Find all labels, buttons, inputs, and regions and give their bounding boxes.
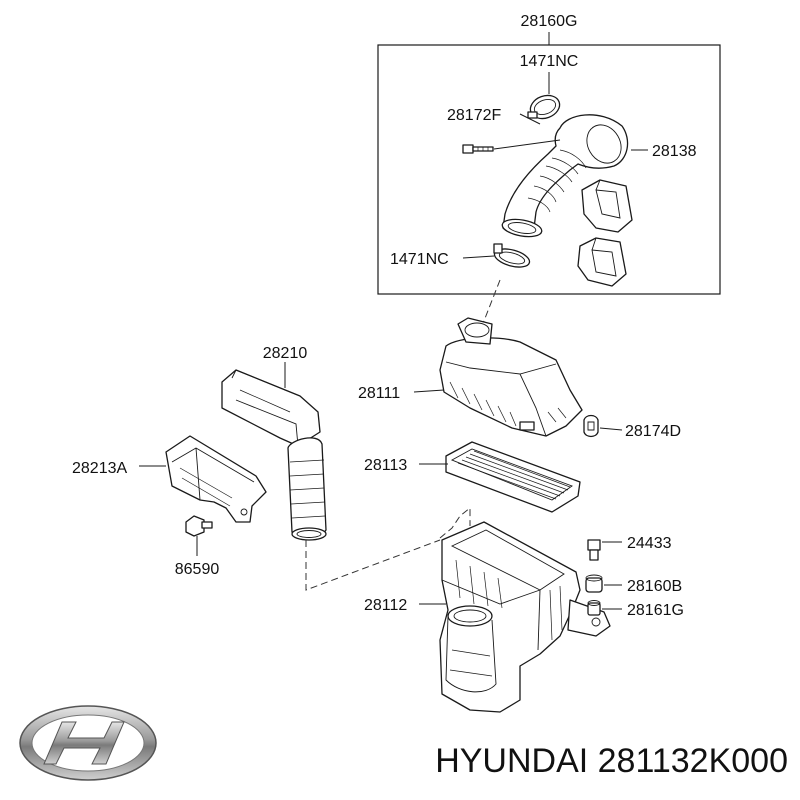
label-28174d: 28174D bbox=[625, 423, 681, 440]
label-28210: 28210 bbox=[263, 345, 308, 362]
label-86590: 86590 bbox=[175, 561, 220, 578]
resonator-28213a bbox=[165, 435, 267, 523]
label-28213a: 28213A bbox=[72, 460, 127, 477]
label-1471nc-bottom: 1471NC bbox=[390, 251, 449, 268]
leader-28174d bbox=[599, 427, 623, 431]
label-28160b: 28160B bbox=[627, 578, 682, 595]
clip-28174d bbox=[583, 414, 599, 438]
clamp-1471nc-top bbox=[527, 94, 561, 120]
bushing-28161g bbox=[587, 600, 601, 616]
dashed-link-case bbox=[439, 506, 471, 539]
resonator-bracket-lower bbox=[577, 237, 627, 287]
air-cleaner-cover-28111 bbox=[439, 317, 583, 437]
caption: HYUNDAI 281132K000 bbox=[435, 742, 788, 780]
grommet-28160b bbox=[585, 574, 603, 593]
label-28161g: 28161G bbox=[627, 602, 684, 619]
label-28111: 28111 bbox=[358, 385, 400, 402]
resonator-bracket-upper bbox=[581, 179, 633, 233]
label-28138: 28138 bbox=[652, 143, 697, 160]
leader-bolt-hose bbox=[493, 139, 561, 150]
leader-1471nc-bottom bbox=[462, 255, 495, 259]
label-28172f: 28172F bbox=[447, 107, 501, 124]
label-1471nc-top: 1471NC bbox=[520, 53, 579, 70]
dashed-link-duct-case bbox=[305, 539, 441, 591]
dashed-link-hose-cover bbox=[481, 279, 501, 327]
air-duct-28210 bbox=[221, 369, 327, 541]
leader-28172f bbox=[519, 113, 541, 125]
air-cleaner-lower-case-28112 bbox=[439, 521, 611, 713]
label-28160g: 28160G bbox=[521, 13, 578, 30]
label-28112: 28112 bbox=[364, 597, 407, 614]
label-24433: 24433 bbox=[627, 535, 672, 552]
clamp-1471nc-bottom bbox=[493, 243, 531, 268]
intake-hose-28138 bbox=[501, 114, 629, 238]
filter-element-28113 bbox=[445, 441, 581, 513]
label-28113: 28113 bbox=[364, 457, 407, 474]
bolt-86590 bbox=[185, 515, 213, 537]
leader-28111 bbox=[413, 389, 445, 393]
hyundai-logo bbox=[19, 705, 157, 781]
bolt-24433 bbox=[587, 539, 601, 561]
bolt-28172f bbox=[462, 144, 494, 154]
